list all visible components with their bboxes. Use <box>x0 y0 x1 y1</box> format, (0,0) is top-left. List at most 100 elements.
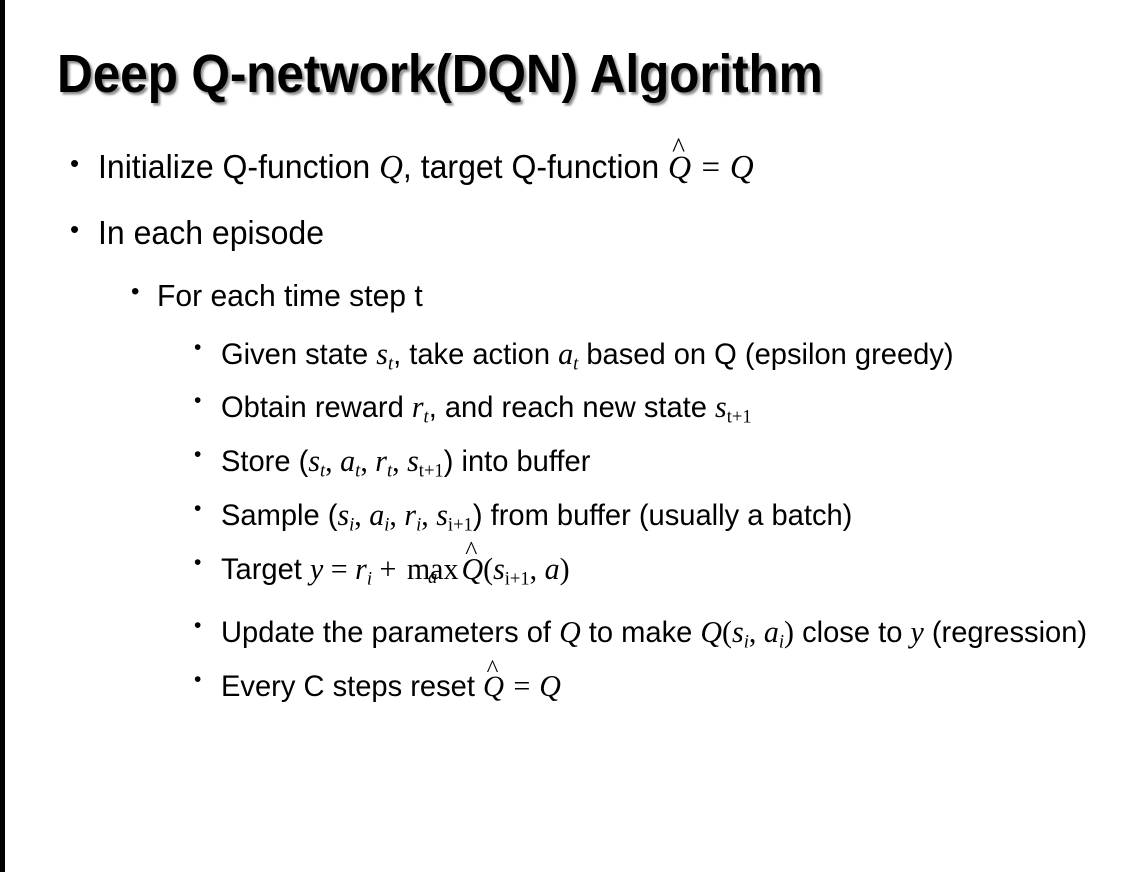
math-symbol: s <box>337 496 350 532</box>
math-equals: = <box>504 668 540 704</box>
text-fragment: , target Q-function <box>402 148 669 185</box>
math-paren-open: ( <box>722 614 733 650</box>
math-symbol: Q <box>700 614 723 650</box>
math-symbol: a <box>340 443 356 479</box>
list-item-update: • Update the parameters of Q to make Q(s… <box>0 614 1124 654</box>
math-symbol: Q <box>461 550 484 586</box>
text-fragment: (regression) <box>923 616 1088 650</box>
math-paren-close: ) <box>784 614 795 650</box>
math-subscript: t+1 <box>726 406 752 428</box>
list-item-store: • Store (st, at, rt, st+1) into buffer <box>0 443 1124 483</box>
math-subscript: i <box>366 568 373 590</box>
list-item-label: In each episode <box>98 213 325 251</box>
list-item-label: Update the parameters of Q to make Q(si,… <box>221 614 1097 654</box>
list-item-label: Given state st, take action at based on … <box>221 336 1097 376</box>
math-separator: , <box>748 614 764 650</box>
list-item-label: Obtain reward rt, and reach new state st… <box>221 389 1097 429</box>
list-item-label: Initialize Q-function Q, target Q-functi… <box>98 134 1093 188</box>
math-separator: , <box>392 443 408 479</box>
math-q-hat: ^Q <box>461 537 484 587</box>
math-symbol: s <box>715 389 727 425</box>
math-q-target: Q <box>729 149 754 186</box>
list-item-every-c-steps: • Every C steps reset ^Q = Q <box>0 656 1124 704</box>
math-subscript: i <box>416 514 422 536</box>
math-state-s-t1: st+1 <box>715 389 752 427</box>
text-fragment: Obtain reward <box>221 391 412 425</box>
circumflex-accent-icon: ^ <box>465 535 478 566</box>
list-item-sample: • Sample (si, ai, ri, si+1) from buffer … <box>0 497 1124 537</box>
bullet-dot-icon: • <box>194 614 202 638</box>
text-fragment: Sample ( <box>221 498 338 532</box>
math-q-hat: ^Q <box>668 134 692 188</box>
math-reward-r-t: rt <box>411 389 429 427</box>
bullet-dot-icon: • <box>70 148 80 178</box>
math-symbol: r <box>404 496 417 532</box>
math-action-a-t: at <box>558 335 579 374</box>
text-fragment: ) into buffer <box>443 445 591 479</box>
math-symbol: a <box>369 496 385 532</box>
math-symbol: r <box>411 389 424 425</box>
math-q-of-s-a: Q(si, ai) <box>700 614 795 652</box>
math-equals: = <box>691 149 730 186</box>
bullet-list: • Initialize Q-function Q, target Q-func… <box>0 134 1124 718</box>
math-paren-close: ) <box>559 550 570 586</box>
math-q: Q <box>379 149 403 186</box>
math-plus: + <box>372 550 404 586</box>
text-fragment: Store ( <box>221 445 309 479</box>
math-subscript: t+1 <box>418 460 444 482</box>
math-subscript: i <box>349 514 355 536</box>
math-subscript: i <box>743 631 749 653</box>
math-max-label: max <box>406 550 459 586</box>
math-separator: , <box>421 496 437 532</box>
math-symbol: s <box>407 443 419 479</box>
bullet-dot-icon: • <box>194 389 202 413</box>
math-symbol: r <box>375 443 387 479</box>
math-q: Q <box>539 668 561 704</box>
text-fragment: Target <box>221 552 310 586</box>
math-subscript: t <box>573 352 579 374</box>
bullet-dot-icon: • <box>194 550 202 574</box>
math-max-limit: a <box>428 567 438 589</box>
math-symbol: Q <box>482 670 505 704</box>
text-fragment: Every C steps reset <box>221 670 483 704</box>
text-fragment: Given state <box>221 337 377 371</box>
bullet-dot-icon: • <box>194 496 202 520</box>
math-subscript: t <box>355 460 361 482</box>
circumflex-accent-icon: ^ <box>672 132 686 164</box>
math-symbol: s <box>493 550 505 586</box>
bullet-dot-icon: • <box>194 335 202 359</box>
math-separator: , <box>360 443 376 479</box>
list-item-label: Sample (si, ai, ri, si+1) from buffer (u… <box>221 497 1097 537</box>
math-subscript: i+1 <box>447 514 473 536</box>
math-symbol: a <box>763 614 779 650</box>
math-symbol: a <box>558 335 574 371</box>
math-separator: , <box>389 496 405 532</box>
math-tuple-store: st, at, rt, st+1 <box>308 443 443 481</box>
math-subscript: t <box>320 460 326 482</box>
math-subscript: i <box>778 631 785 653</box>
list-item-label: Store (st, at, rt, st+1) into buffer <box>221 443 1097 483</box>
bullet-dot-icon: • <box>70 213 80 244</box>
text-fragment: based on Q (epsilon greedy) <box>578 337 954 371</box>
math-paren-open: ( <box>483 550 494 586</box>
math-symbol-y: y <box>309 550 324 586</box>
bullet-dot-icon: • <box>194 443 202 467</box>
bullet-dot-icon: • <box>131 278 140 306</box>
text-fragment: Initialize Q-function <box>98 148 380 185</box>
math-subscript: t <box>387 352 394 374</box>
math-subscript: t <box>423 406 429 428</box>
math-symbol: Q <box>668 150 692 186</box>
math-symbol-y: y <box>910 614 924 650</box>
list-item-initialize: • Initialize Q-function Q, target Q-func… <box>0 134 1124 188</box>
text-fragment: to make <box>580 616 701 650</box>
math-q-hat: ^Q <box>482 656 505 704</box>
list-item-in-each-episode: • In each episode <box>0 214 1124 253</box>
math-symbol: s <box>376 335 388 371</box>
math-subscript: t <box>386 460 393 482</box>
math-symbol: r <box>355 550 367 586</box>
